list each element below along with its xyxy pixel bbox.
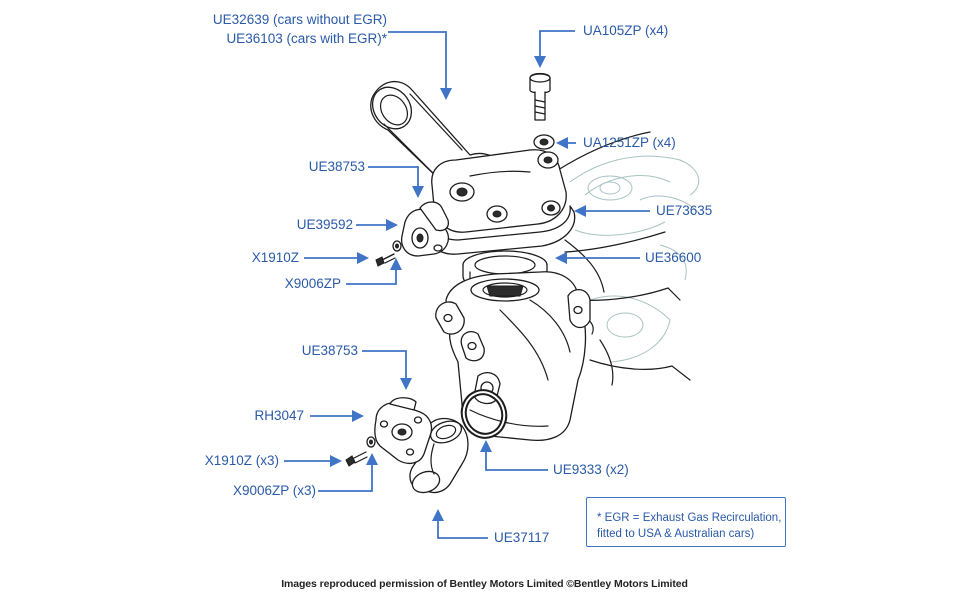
background-engine-sketch [569, 155, 701, 363]
egr-note-box: * EGR = Exhaust Gas Recirculation, fitte… [586, 497, 786, 547]
upper-small-gasket [419, 201, 450, 232]
label-x9006zp: X9006ZP [284, 276, 341, 291]
label-ue36103: UE36103 (cars with EGR)* [226, 31, 387, 46]
water-pump-body [435, 271, 591, 442]
lower-flange [374, 397, 433, 465]
leader-lines [284, 30, 650, 539]
label-ue38753-top: UE38753 [308, 159, 365, 174]
label-ue32639: UE32639 (cars without EGR) [212, 12, 387, 27]
label-ue39592: UE39592 [296, 217, 353, 232]
label-ue9333: UE9333 (x2) [553, 462, 629, 477]
egr-note-line-2: fitted to USA & Australian cars) [597, 528, 755, 540]
engine-block-outline [557, 131, 691, 386]
label-ue36600: UE36600 [645, 250, 702, 265]
small-bolt-upper [375, 240, 402, 267]
egr-note-line-1: * EGR = Exhaust Gas Recirculation, [597, 512, 782, 524]
label-ue38753-lower: UE38753 [301, 343, 358, 358]
small-bolt-lower [345, 436, 376, 467]
label-x1910z: X1910Z [251, 250, 299, 265]
outlet-flange [431, 149, 567, 233]
o-ring-seal [460, 389, 508, 439]
copyright-footer: Images reproduced permission of Bentley … [281, 578, 688, 590]
label-x9006zp-x3: X9006ZP (x3) [232, 483, 316, 498]
lower-elbow-pipe [409, 417, 469, 494]
label-ua1251zp: UA1251ZP (x4) [583, 135, 676, 150]
label-ue73635: UE73635 [656, 203, 713, 218]
label-x1910z-x3: X1910Z (x3) [204, 453, 279, 468]
top-bolt [529, 72, 555, 150]
label-ue37117: UE37117 [494, 530, 550, 545]
label-rh3047: RH3047 [254, 408, 304, 423]
label-ua105zp: UA105ZP (x4) [583, 23, 669, 38]
